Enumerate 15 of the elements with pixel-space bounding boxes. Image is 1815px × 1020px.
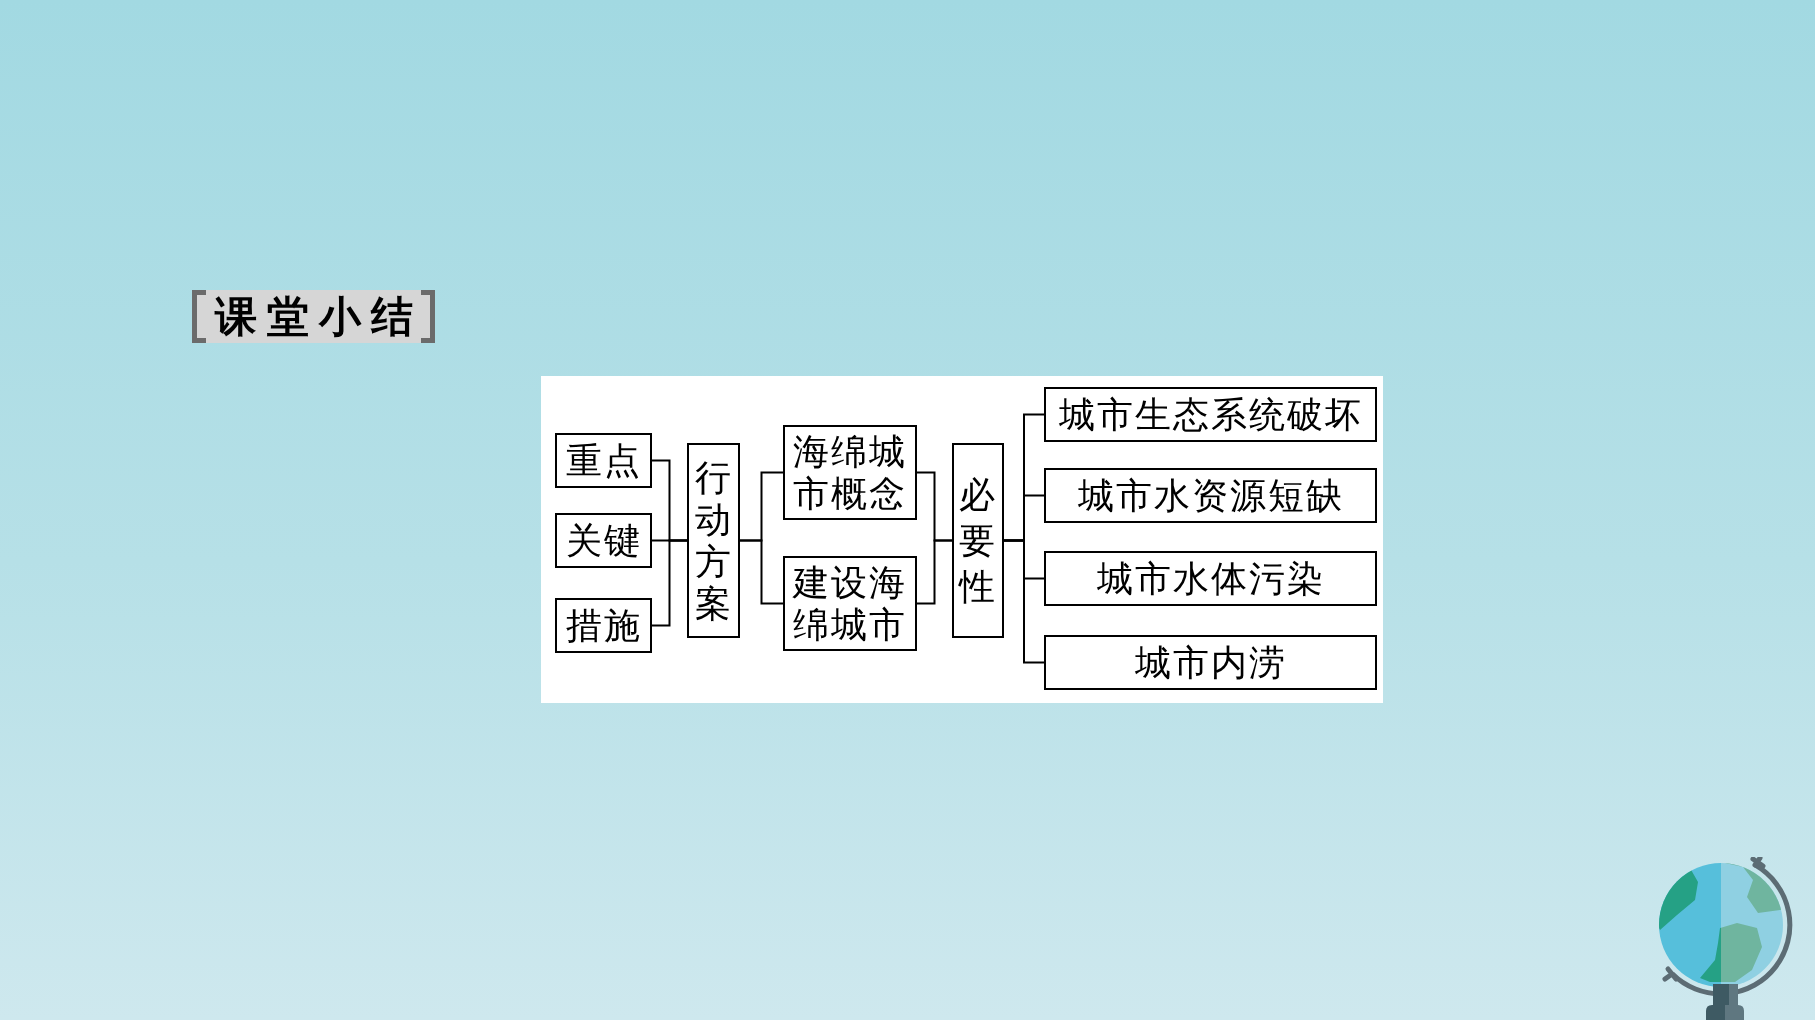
concept-box: 建设海绵城市 bbox=[783, 556, 917, 651]
concept-box: 城市内涝 bbox=[1044, 635, 1377, 690]
concept-box: 城市水资源短缺 bbox=[1044, 468, 1377, 523]
concept-box: 关键 bbox=[555, 513, 652, 568]
concept-box: 海绵城市概念 bbox=[783, 425, 917, 520]
connector-line bbox=[739, 539, 784, 605]
connector-line bbox=[916, 539, 953, 605]
concept-box: 行动方案 bbox=[687, 443, 740, 638]
connector-line bbox=[651, 539, 688, 627]
concept-box: 重点 bbox=[555, 433, 652, 488]
concept-box: 必要性 bbox=[952, 443, 1004, 638]
concept-box: 城市生态系统破坏 bbox=[1044, 387, 1377, 442]
connector-line bbox=[1003, 539, 1045, 664]
concept-box: 城市水体污染 bbox=[1044, 551, 1377, 606]
concept-box: 措施 bbox=[555, 598, 652, 653]
